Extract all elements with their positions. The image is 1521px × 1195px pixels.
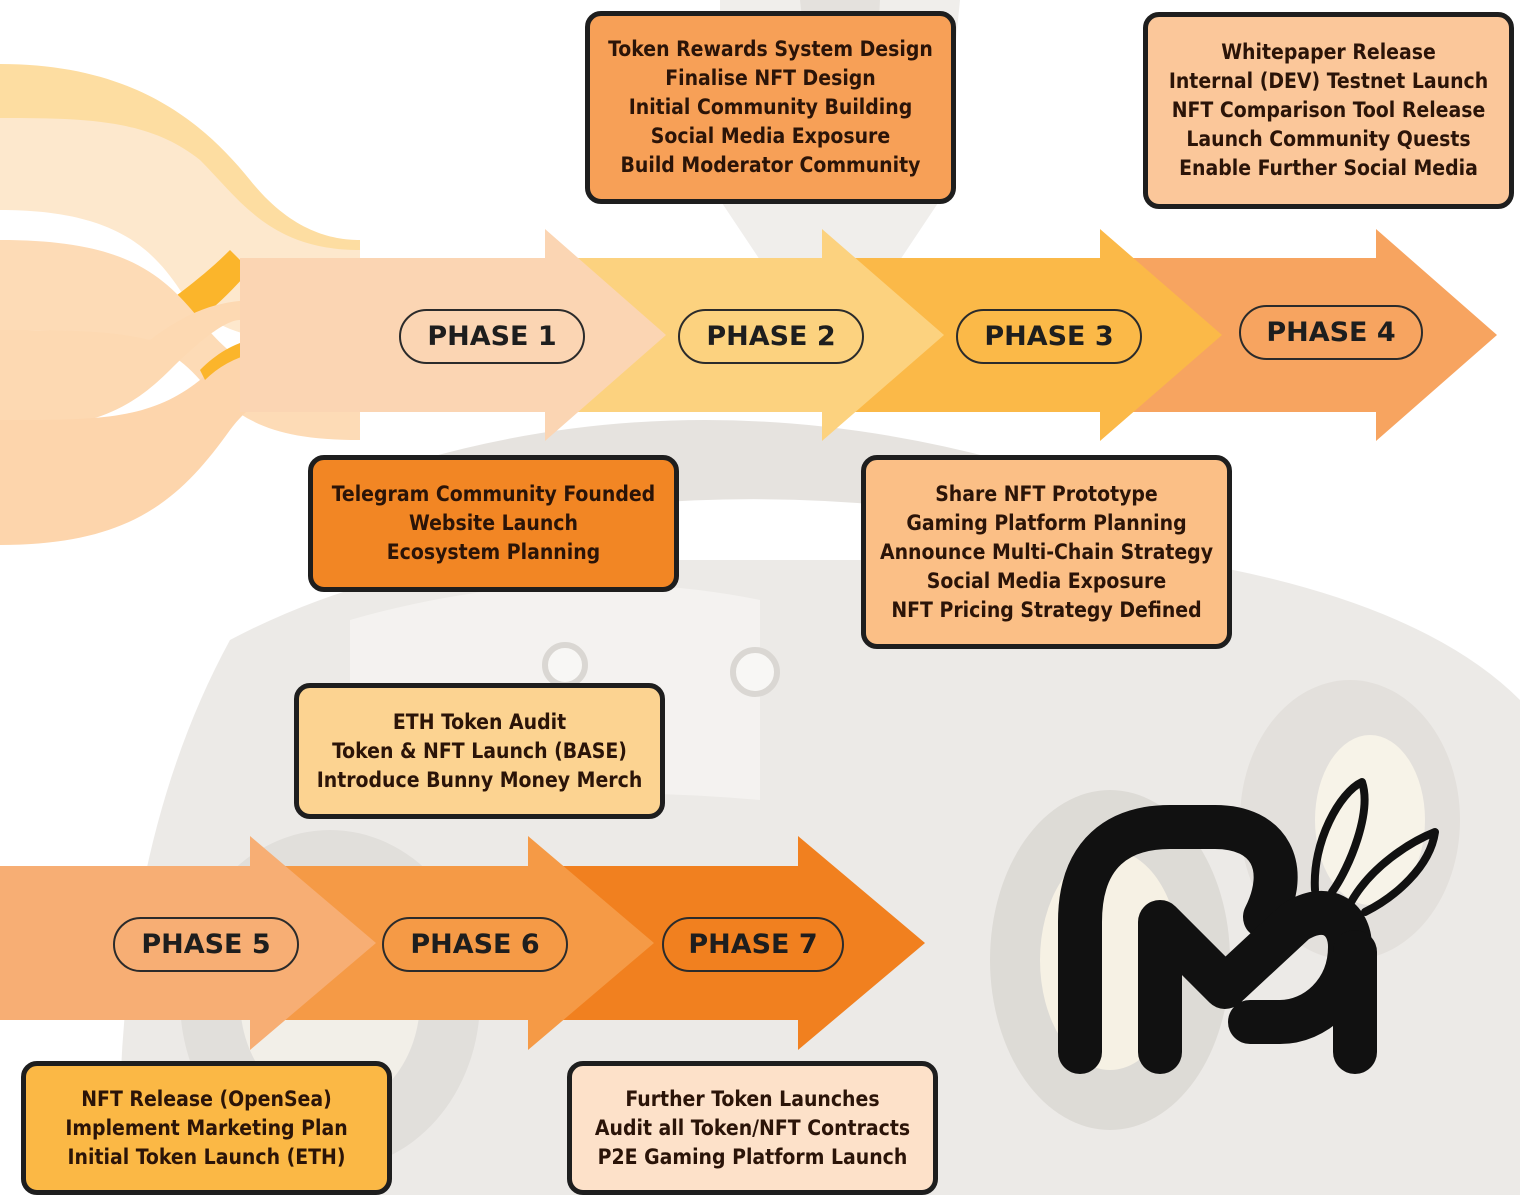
milestone-item: Token & NFT Launch (BASE) — [332, 738, 627, 763]
phase-6-label: PHASE 6 — [382, 917, 568, 972]
milestone-item: Share NFT Prototype — [935, 481, 1158, 506]
phase-2-label: PHASE 2 — [678, 309, 864, 364]
phase-1-label: PHASE 1 — [399, 309, 585, 364]
milestone-item: P2E Gaming Platform Launch — [597, 1144, 908, 1169]
milestone-item: Whitepaper Release — [1221, 40, 1436, 64]
milestone-item: Initial Community Building — [628, 95, 913, 119]
phase-2-milestones: Token Rewards System Design Finalise NFT… — [585, 11, 956, 204]
phase-3-milestones: Share NFT Prototype Gaming Platform Plan… — [861, 455, 1232, 649]
phase-4-milestones: Whitepaper Release Internal (DEV) Testne… — [1143, 12, 1514, 209]
bunny-money-logo-icon — [1058, 778, 1439, 1074]
phase-7-milestones: Further Token Launches Audit all Token/N… — [567, 1061, 938, 1195]
phase-1-milestones: Telegram Community Founded Website Launc… — [308, 455, 679, 592]
milestone-item: NFT Pricing Strategy Defined — [891, 597, 1202, 622]
milestone-item: Build Moderator Community — [620, 153, 921, 177]
milestone-item: Enable Further Social Media — [1179, 156, 1478, 180]
milestone-item: Finalise NFT Design — [665, 66, 876, 90]
milestone-item: Audit all Token/NFT Contracts — [594, 1115, 911, 1140]
milestone-item: Social Media Exposure — [926, 568, 1167, 593]
milestone-item: Implement Marketing Plan — [65, 1115, 348, 1140]
milestone-item: Introduce Bunny Money Merch — [316, 767, 643, 792]
milestone-item: Telegram Community Founded — [331, 482, 656, 506]
milestone-item: NFT Comparison Tool Release — [1171, 98, 1486, 122]
phase-5-milestones: NFT Release (OpenSea) Implement Marketin… — [21, 1061, 392, 1195]
milestone-item: Gaming Platform Planning — [906, 510, 1187, 535]
milestone-item: Ecosystem Planning — [386, 540, 601, 564]
milestone-item: Internal (DEV) Testnet Launch — [1168, 69, 1489, 93]
milestone-item: NFT Release (OpenSea) — [81, 1086, 332, 1111]
milestone-item: ETH Token Audit — [392, 709, 567, 734]
phase-3-label: PHASE 3 — [956, 309, 1142, 364]
milestone-item: Website Launch — [409, 511, 578, 535]
phase-6-milestones: ETH Token Audit Token & NFT Launch (BASE… — [294, 683, 665, 819]
milestone-item: Social Media Exposure — [650, 124, 891, 148]
milestone-item: Launch Community Quests — [1186, 127, 1471, 151]
milestone-item: Further Token Launches — [625, 1086, 880, 1111]
milestone-item: Announce Multi-Chain Strategy — [879, 539, 1214, 564]
milestone-item: Initial Token Launch (ETH) — [67, 1144, 346, 1169]
phase-4-label: PHASE 4 — [1239, 305, 1423, 360]
phase-5-label: PHASE 5 — [113, 917, 299, 972]
milestone-item: Token Rewards System Design — [608, 37, 933, 61]
phase-7-label: PHASE 7 — [662, 917, 844, 972]
